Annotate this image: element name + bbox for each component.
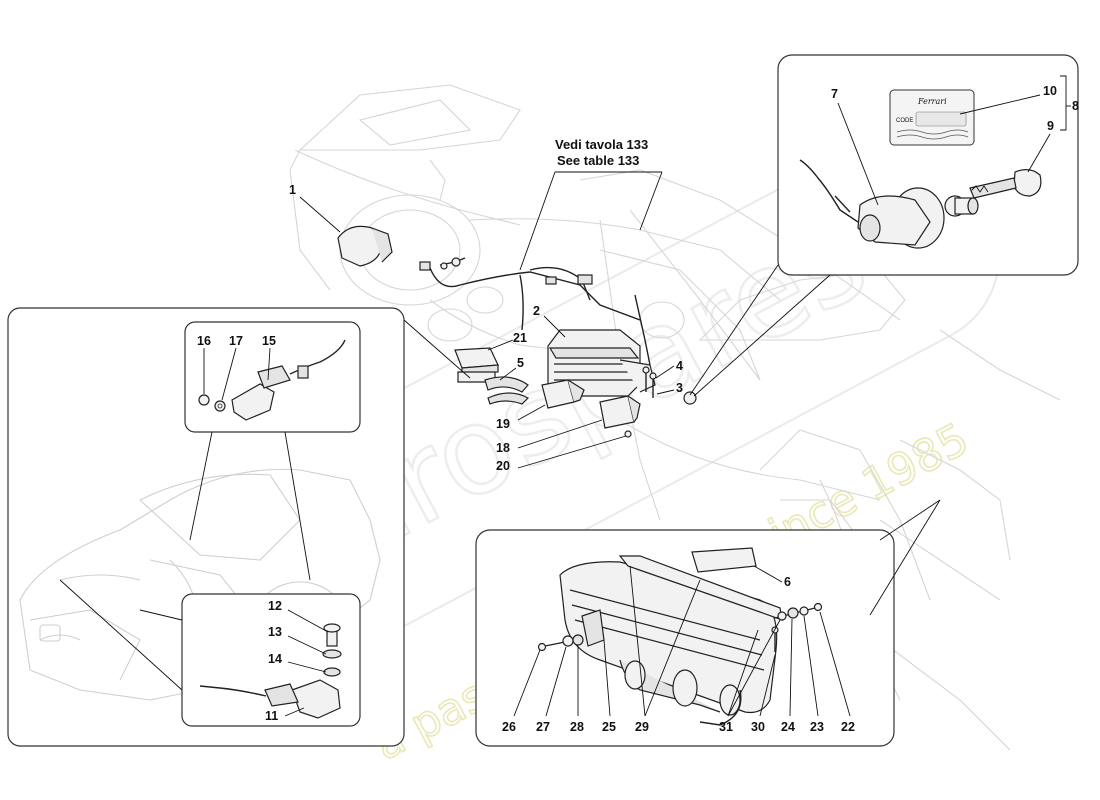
ignition-key — [969, 169, 1042, 199]
callout-19: 19 — [496, 417, 510, 431]
reference-line-english: See table 133 — [557, 153, 639, 168]
callout-21: 21 — [513, 331, 527, 345]
callout-3: 3 — [676, 381, 683, 395]
callout-10: 10 — [1043, 84, 1057, 98]
right-fasteners — [771, 602, 823, 652]
ignition-detail-panel: Ferrari CODE 7 10 — [689, 54, 1079, 397]
callout-28: 28 — [570, 720, 584, 734]
callout-18: 18 — [496, 441, 510, 455]
callout-1: 1 — [289, 183, 296, 197]
screws-3-4: 4 3 — [642, 359, 697, 405]
callout-27: 27 — [536, 720, 550, 734]
airbag-detail-panel: 6 26 27 28 25 29 — [475, 499, 941, 747]
callout-6: 6 — [784, 575, 791, 589]
key-card-brand: Ferrari — [917, 97, 947, 106]
left-fasteners — [537, 634, 584, 652]
driver-airbag: 1 — [289, 183, 393, 267]
callout-31: 31 — [719, 720, 733, 734]
callout-23: 23 — [810, 720, 824, 734]
callout-9: 9 — [1047, 119, 1054, 133]
key-code-card: Ferrari CODE — [889, 89, 975, 146]
callout-16: 16 — [197, 334, 211, 348]
key-card-code-label: CODE — [896, 118, 913, 124]
callout-5: 5 — [517, 356, 524, 370]
callout-13: 13 — [268, 625, 282, 639]
callout-24: 24 — [781, 720, 795, 734]
callout-26: 26 — [502, 720, 516, 734]
reference-line-italian: Vedi tavola 133 — [555, 137, 648, 152]
warning-label — [691, 547, 757, 573]
front-sensor-a — [198, 339, 346, 421]
callout-25: 25 — [602, 720, 616, 734]
callout-15: 15 — [262, 334, 276, 348]
reference-note: Vedi tavola 133 See table 133 — [519, 137, 663, 271]
callout-4: 4 — [676, 359, 683, 373]
callout-20: 20 — [496, 459, 510, 473]
passenger-airbag-unit — [559, 555, 783, 726]
callout-7: 7 — [831, 87, 838, 101]
callout-12: 12 — [268, 599, 282, 613]
crash-sensor-panel: 16 17 15 12 13 14 11 — [7, 307, 471, 747]
callout-17: 17 — [229, 334, 243, 348]
wiring-harness — [419, 257, 651, 366]
brackets: 19 18 20 — [496, 379, 641, 473]
callout-29: 29 — [635, 720, 649, 734]
control-unit: 21 5 — [454, 331, 529, 405]
callout-8: 8 — [1072, 99, 1079, 113]
callout-2: 2 — [533, 304, 540, 318]
cabin-outline — [289, 84, 1061, 751]
callout-22: 22 — [841, 720, 855, 734]
callout-11: 11 — [265, 709, 278, 723]
front-sensor-b — [199, 623, 342, 719]
ignition-panel-frame — [777, 54, 1079, 276]
lock-housing — [799, 159, 945, 249]
callout-14: 14 — [268, 652, 282, 666]
lock-barrel — [944, 195, 979, 217]
callout-30: 30 — [751, 720, 765, 734]
